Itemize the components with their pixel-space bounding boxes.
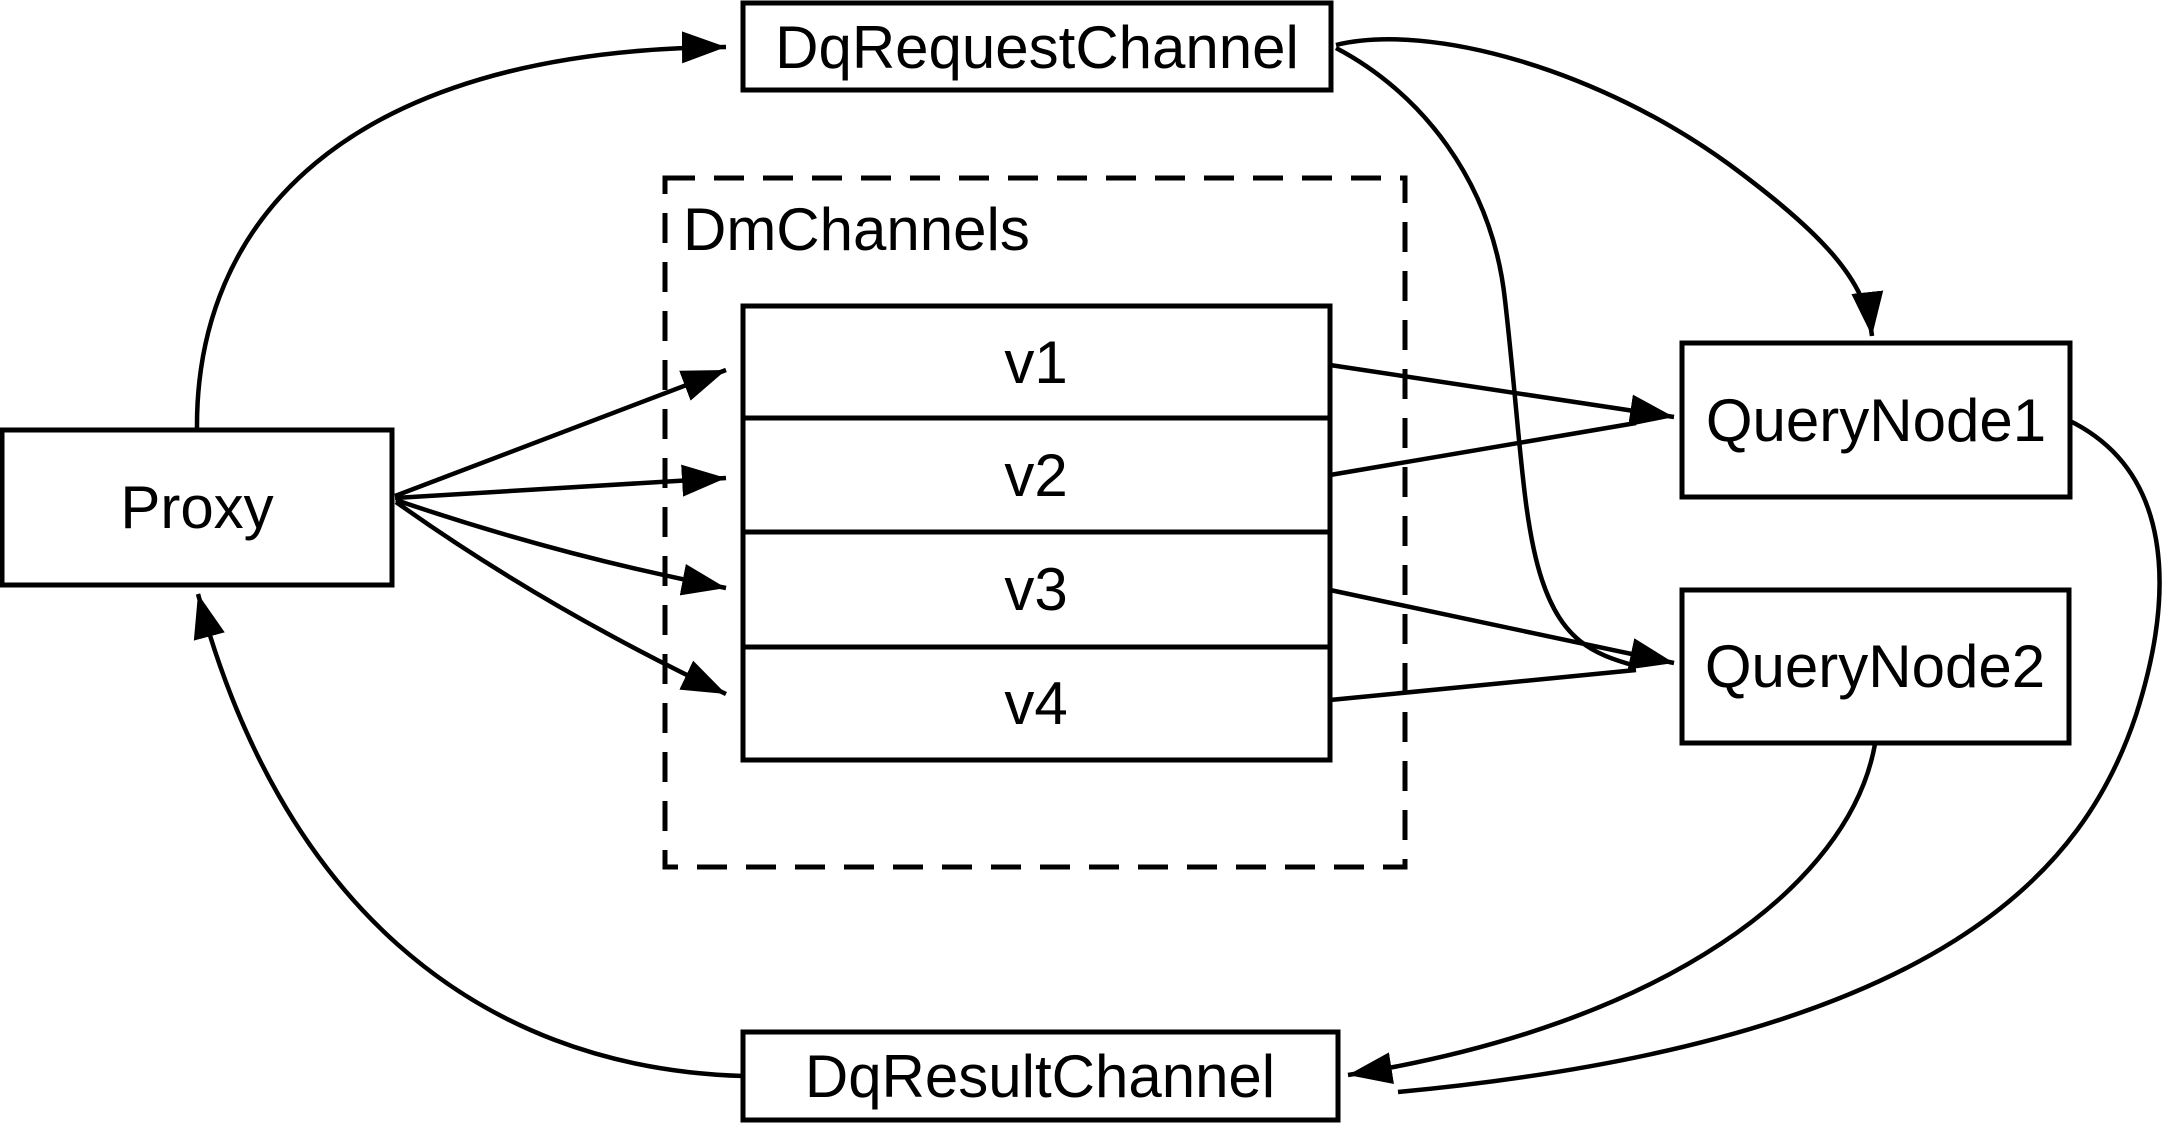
channel-v2-label: v2 [1004, 442, 1067, 509]
edge-v2-to-querynode1 [1329, 420, 1637, 478]
edge-proxy-to-v1 [394, 367, 727, 499]
node-dq-result-channel: DqResultChannel [740, 1029, 1341, 1123]
node-proxy: Proxy [0, 427, 395, 588]
dq-result-channel-box [740, 1029, 1341, 1123]
node-query-node1: QueryNode1 [1679, 340, 2073, 500]
query-node1-label: QueryNode1 [1706, 387, 2046, 454]
channel-row-v1 [740, 303, 1333, 421]
query-node2-box [1679, 587, 2072, 746]
edge-proxy-to-v2 [394, 464, 727, 501]
query-node1-box [1679, 340, 2073, 500]
proxy-box [0, 427, 395, 588]
channel-v1-label: v1 [1004, 329, 1067, 396]
dm-channels-group-box [662, 175, 1408, 870]
dq-request-channel-label: DqRequestChannel [775, 14, 1299, 81]
channel-v4-label: v4 [1004, 670, 1067, 737]
edge-proxy-to-v3 [395, 497, 727, 596]
proxy-label: Proxy [120, 474, 273, 541]
dq-request-channel-box [740, 0, 1334, 93]
node-layer: Proxy DqRequestChannel DmChannels v1 v2 … [0, 0, 2073, 1123]
edge-proxy-to-v4 [394, 500, 727, 697]
channel-row-v2 [740, 415, 1333, 535]
edge-v3-to-querynode2 [1329, 587, 1675, 670]
node-query-node2: QueryNode2 [1679, 587, 2072, 746]
query-node2-label: QueryNode2 [1705, 633, 2045, 700]
edge-dqresultchannel-to-proxy [193, 593, 744, 1079]
node-dq-request-channel: DqRequestChannel [740, 0, 1334, 93]
edge-dqrequestchannel-to-querynode1 [1335, 37, 1884, 337]
channel-row-v4 [740, 644, 1333, 763]
edge-querynode2-to-dqresultchannel [1347, 743, 1878, 1084]
edge-v1-to-querynode1 [1329, 362, 1675, 427]
edge-proxy-to-dqrequestchannel [194, 31, 727, 431]
edge-querynode1-to-dqresultchannel [1397, 417, 2162, 1095]
edge-layer [193, 31, 2162, 1095]
channel-v3-label: v3 [1004, 556, 1067, 623]
edge-dqrequestchannel-to-querynode2 [1334, 46, 1637, 669]
dq-result-channel-label: DqResultChannel [805, 1043, 1275, 1110]
channel-table: v1 v2 v3 v4 [740, 303, 1333, 763]
dm-channels-group-label: DmChannels [683, 196, 1030, 263]
edge-v4-to-querynode2 [1329, 667, 1637, 703]
